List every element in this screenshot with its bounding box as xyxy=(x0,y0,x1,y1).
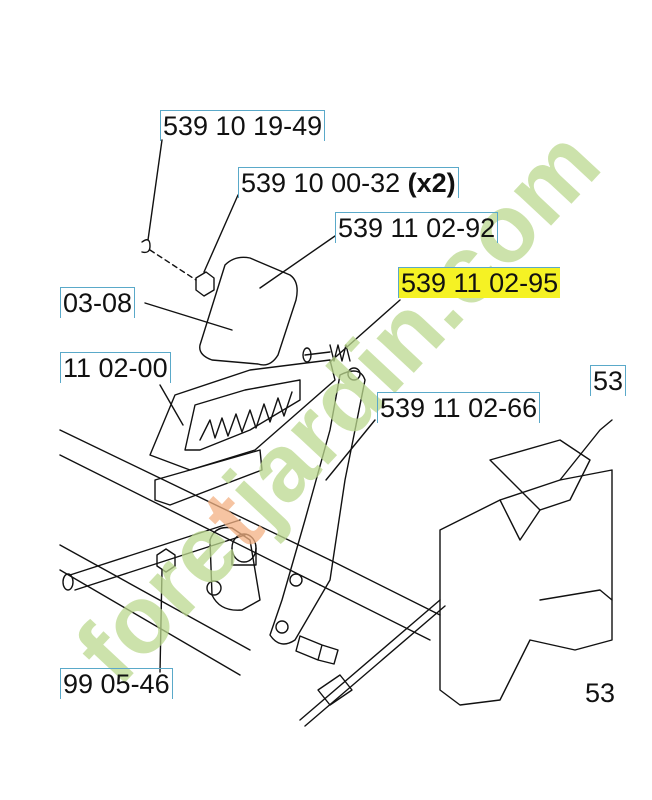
part-label-cut-top: 53 xyxy=(590,365,627,396)
nut-hardware xyxy=(195,271,215,297)
leader-p4 xyxy=(329,299,401,363)
part-label-11-02-00: 11 02-00 xyxy=(60,352,171,383)
part-label-cut-bottom: 53 xyxy=(585,678,616,708)
part-label-539-11-02-92: 539 11 02-92 xyxy=(335,212,499,243)
frame-rail-right xyxy=(319,559,441,641)
lever-arm xyxy=(269,370,366,645)
frame-rail-lower xyxy=(59,544,251,676)
bolt xyxy=(295,635,339,665)
leader-p7 xyxy=(325,419,376,481)
pedal-bracket xyxy=(154,449,263,506)
part-label-539-11-02-66: 539 11 02-66 xyxy=(377,392,541,423)
leader-p3 xyxy=(259,235,336,289)
clip-leader xyxy=(149,249,197,281)
part-label-539-10-00-32: 539 10 00-32 (x2) xyxy=(238,167,459,198)
part-quantity: (x2) xyxy=(407,168,456,198)
leader-p1 xyxy=(147,139,163,241)
part-label-539-10-19-49: 539 10 19-49 xyxy=(160,110,326,141)
cable xyxy=(299,599,446,727)
leader-p8 xyxy=(159,569,163,673)
leader-p5 xyxy=(144,302,233,331)
part-number: 539 10 00-32 xyxy=(241,168,401,198)
pedal-pad xyxy=(199,256,298,366)
part-label-539-11-02-95-highlighted: 539 11 02-95 xyxy=(398,267,561,298)
axle-end xyxy=(62,573,74,591)
machine-body xyxy=(439,469,613,706)
leader-p2 xyxy=(203,194,239,273)
axle-rod xyxy=(69,519,246,591)
part-label-99-05-46: 99 05-46 xyxy=(60,668,173,699)
leader-p6 xyxy=(159,384,184,426)
clip-hardware xyxy=(141,239,151,254)
link-plate xyxy=(209,526,261,611)
part-label-03-08: 03-08 xyxy=(60,287,136,318)
